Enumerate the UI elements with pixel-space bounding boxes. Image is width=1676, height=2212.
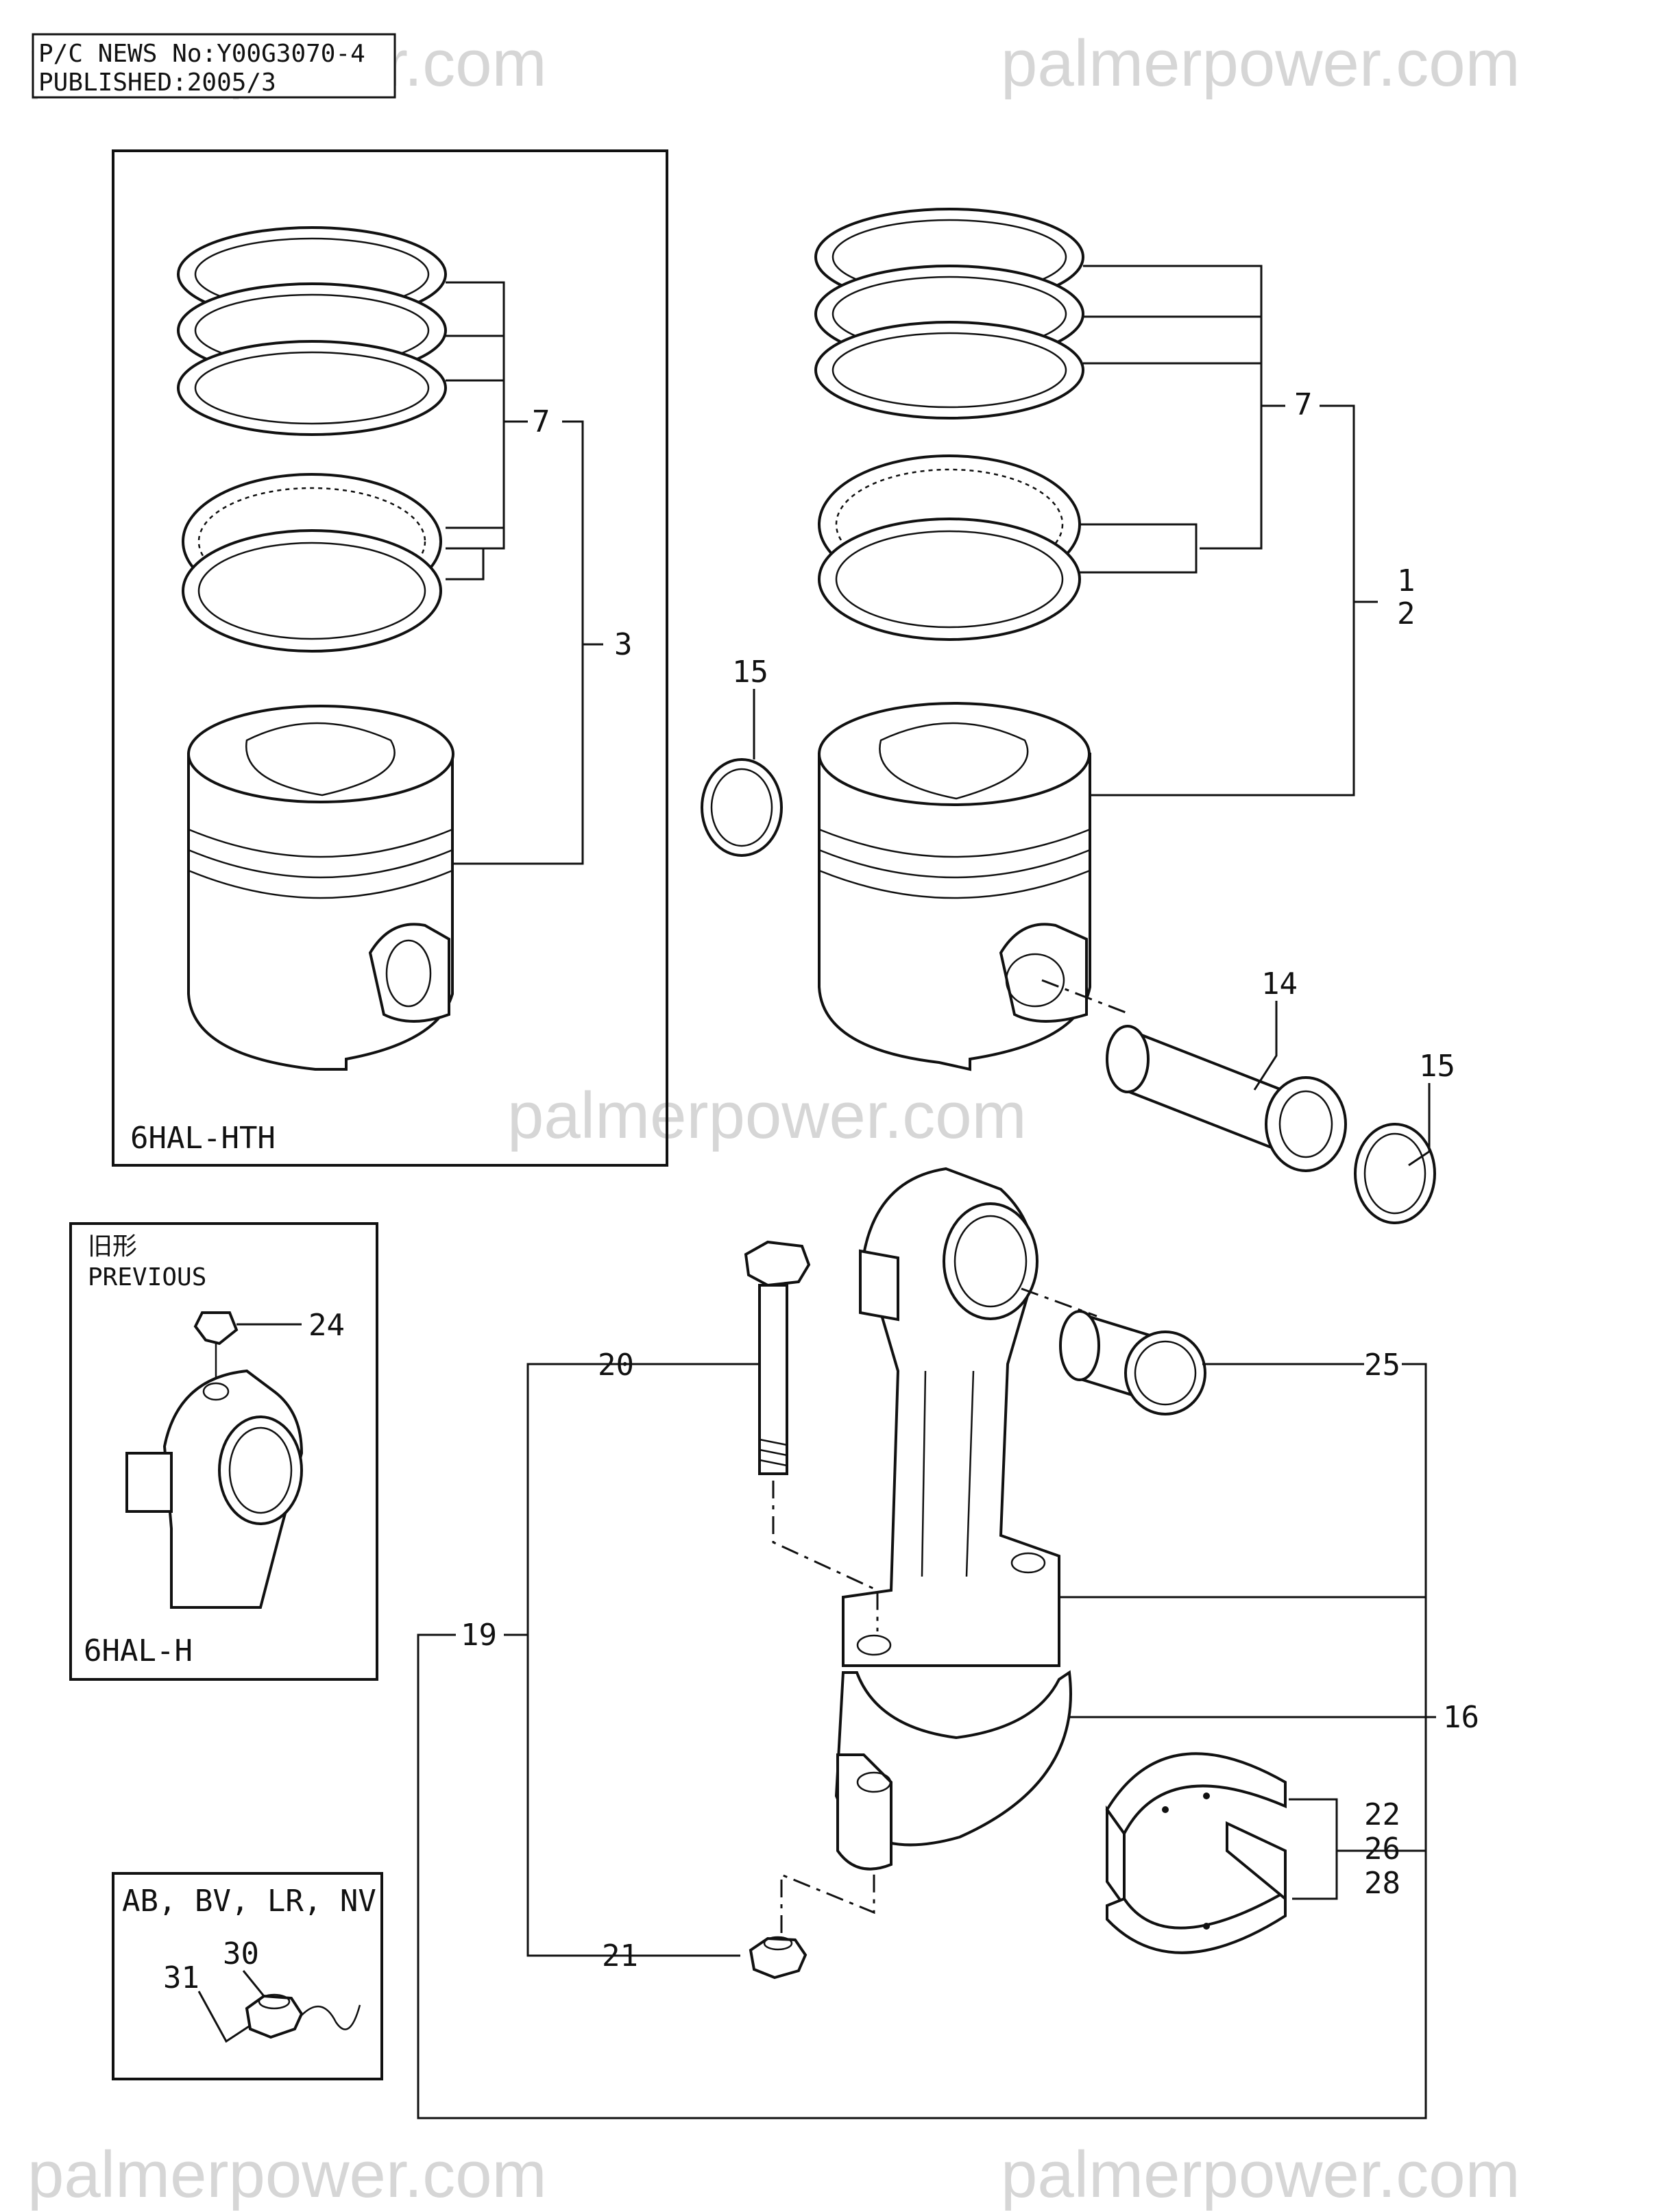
inset-6hal-hth: 7 3 6HAL-HTH [112, 149, 668, 1167]
previous-title-jp: 旧形 [88, 1232, 137, 1261]
piston-callout-2: 2 [1397, 596, 1416, 631]
watermark-top-right: palmerpower.com [1001, 27, 1520, 100]
variant-nut [245, 1993, 304, 2039]
connecting-rod-callout: 16 [1443, 1700, 1479, 1735]
inset-variants: AB, BV, LR, NV 30 31 [112, 1872, 383, 2080]
published-date: PUBLISHED:2005/3 [38, 69, 276, 97]
rod-bolt-callout: 20 [598, 1348, 634, 1383]
rod-assembly-callout: 19 [461, 1618, 497, 1653]
piston-pin [1041, 979, 1347, 1172]
news-number: P/C NEWS No:Y00G3070-4 [38, 40, 365, 68]
rod-bolt [744, 1240, 879, 1631]
watermark-bottom-right: palmerpower.com [1001, 2138, 1520, 2211]
bearing-callout-1: 22 [1364, 1797, 1400, 1832]
previous-oil-nut [193, 1311, 239, 1378]
small-end-bushing [1021, 1287, 1206, 1415]
piston-callout-1: 1 [1397, 563, 1416, 598]
bushing-callout: 25 [1364, 1348, 1400, 1383]
variants-callout-a: 30 [223, 1936, 259, 1971]
bearing-callout-3: 28 [1364, 1866, 1400, 1901]
previous-caption: 6HAL-H [84, 1633, 193, 1668]
previous-rod-end [125, 1369, 304, 1609]
connecting-rod [834, 1167, 1072, 1871]
rod-nut [749, 1871, 875, 1980]
variants-title: AB, BV, LR, NV [122, 1884, 376, 1919]
circlip-left [701, 758, 783, 857]
rod-nut-callout: 21 [602, 1938, 638, 1973]
variants-callout-b: 31 [163, 1960, 199, 1995]
circlip-right [1354, 1123, 1436, 1224]
bearing-shells [1105, 1752, 1287, 1954]
inset-piston-callout: 3 [614, 627, 633, 662]
inset-hth-caption: 6HAL-HTH [130, 1121, 276, 1156]
inset-piston [187, 705, 454, 1071]
inset-previous: 旧形 PREVIOUS 24 6HAL-H [69, 1222, 378, 1681]
circlip-right-callout: 15 [1419, 1049, 1455, 1084]
watermark-bottom-left: palmerpower.com [27, 2138, 547, 2211]
rings-callout: 7 [1294, 387, 1313, 422]
watermark-center: palmerpower.com [507, 1079, 1027, 1152]
main-piston-rings [814, 208, 1084, 641]
header-box: P/C NEWS No:Y00G3070-4 PUBLISHED:2005/3 [32, 33, 396, 99]
bearing-callout-2: 26 [1364, 1832, 1400, 1867]
piston-pin-callout: 14 [1261, 967, 1298, 1001]
circlip-left-callout: 15 [732, 655, 768, 690]
previous-nut-callout: 24 [308, 1308, 345, 1343]
inset-rings-callout: 7 [532, 404, 550, 439]
inset-piston-rings [177, 226, 447, 653]
previous-title-en: PREVIOUS [88, 1263, 206, 1291]
main-piston [818, 702, 1091, 1071]
